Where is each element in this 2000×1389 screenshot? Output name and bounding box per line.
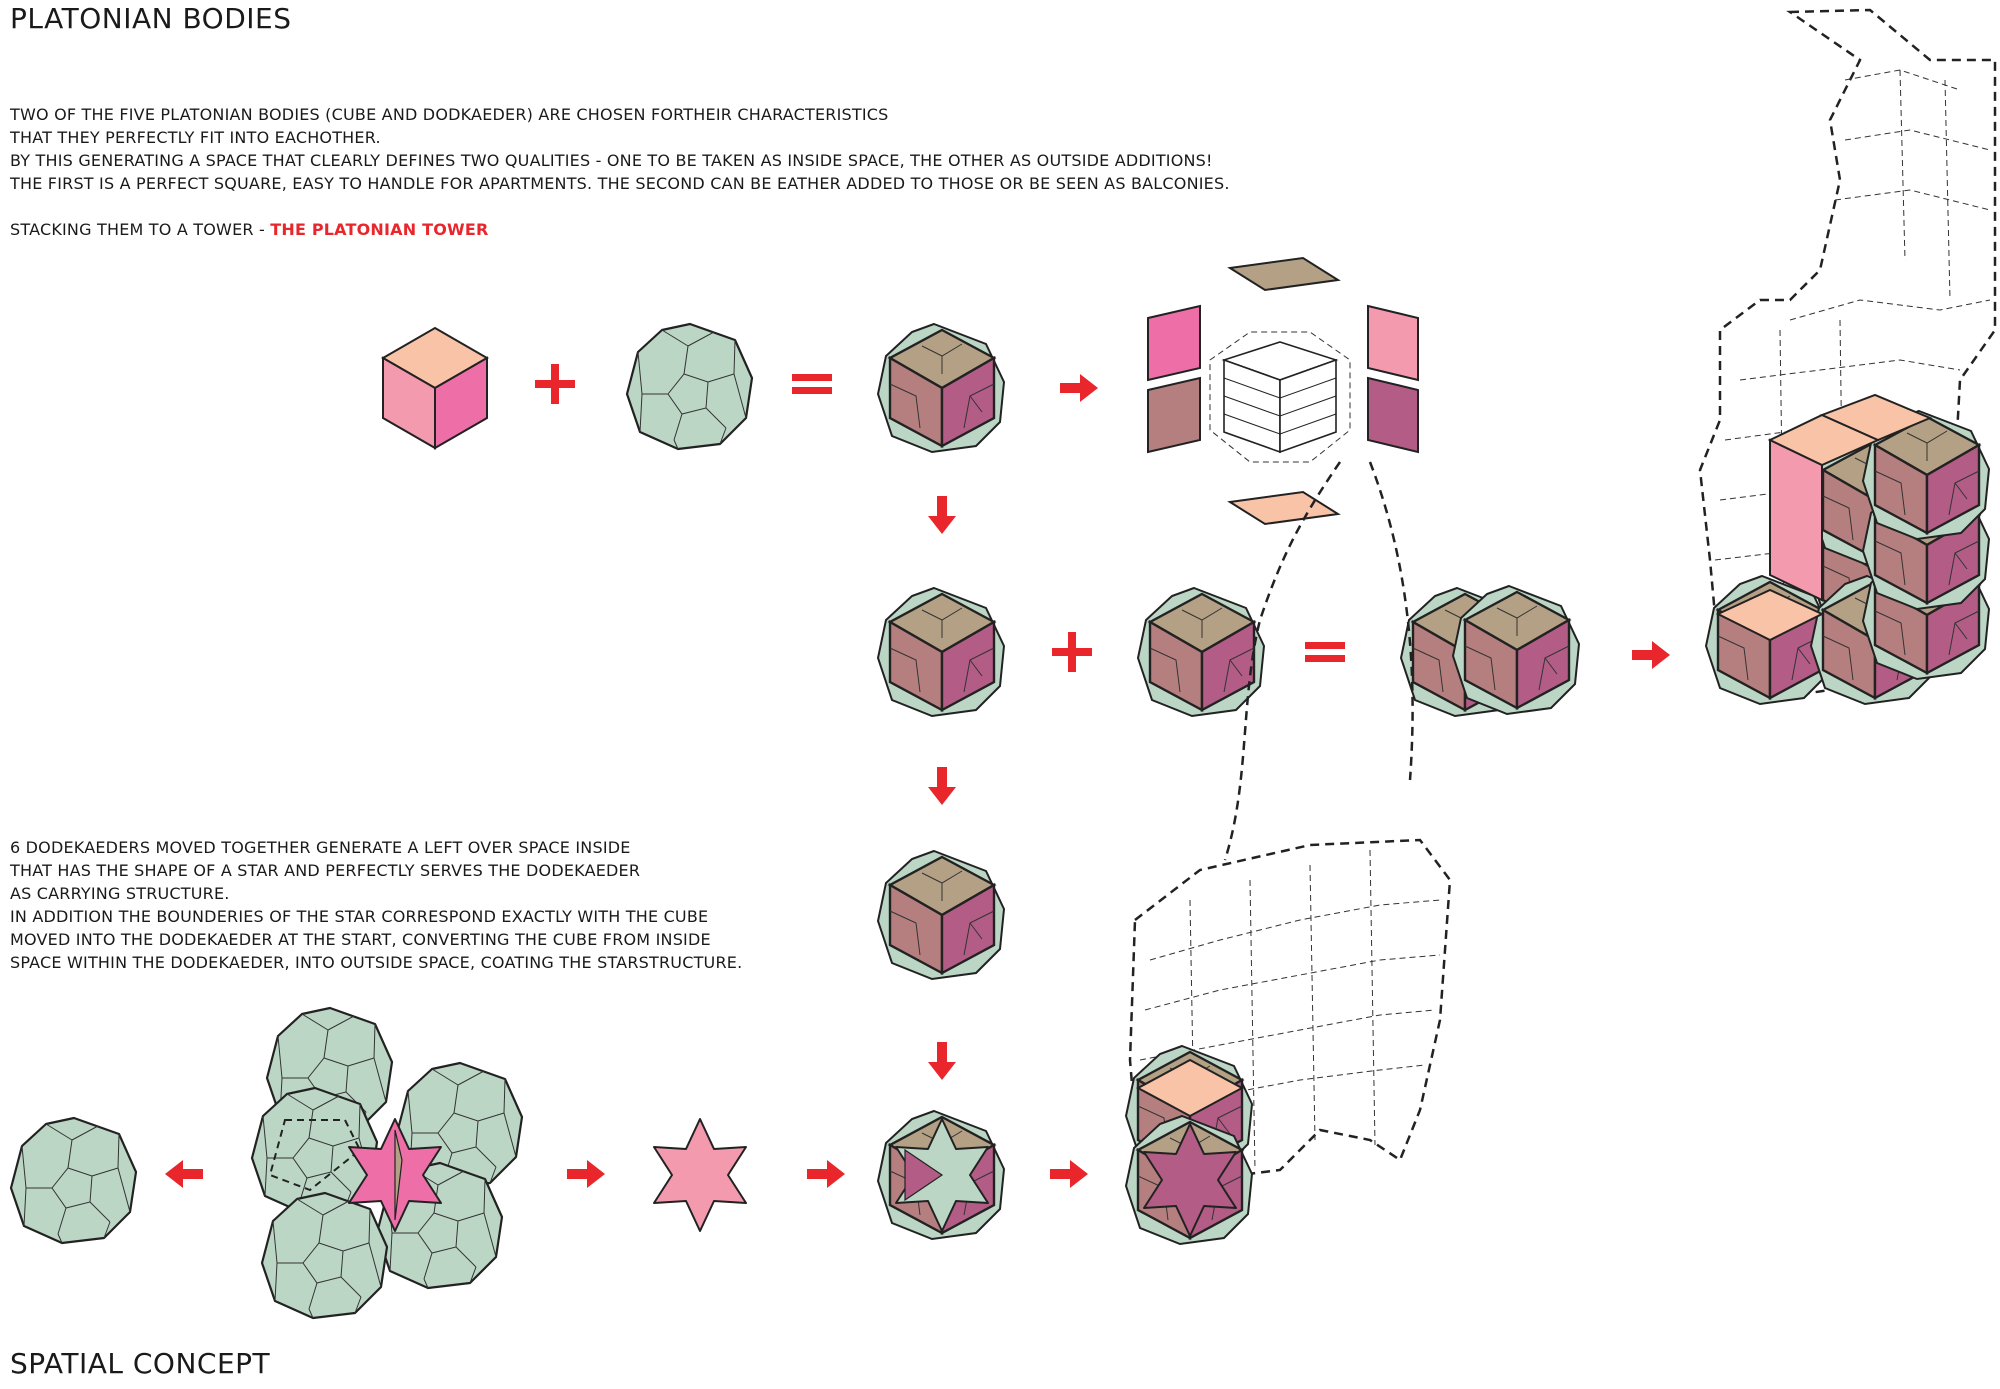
arrow-left-icon xyxy=(165,1160,203,1188)
star-shape xyxy=(653,1118,747,1232)
joined-pair xyxy=(1399,584,1581,718)
cube-in-dodecahedron xyxy=(876,322,1006,454)
arrow-down-icon xyxy=(928,767,956,805)
dodecahedron-cluster xyxy=(250,1006,524,1320)
dodecahedron-shape xyxy=(625,322,754,451)
exploded-view xyxy=(1147,256,1419,526)
intro-line: TWO OF THE FIVE PLATONIAN BODIES (CUBE A… xyxy=(10,105,889,124)
connector-line xyxy=(1223,461,1342,861)
cube-in-dodecahedron xyxy=(876,586,1006,718)
intro-line: BY THIS GENERATING A SPACE THAT CLEARLY … xyxy=(10,151,1213,170)
stacking-line: STACKING THEM TO A TOWER - THE PLATONIAN… xyxy=(10,218,1230,241)
tower-upper xyxy=(1698,8,1997,706)
star-line: AS CARRYING STRUCTURE. xyxy=(10,884,230,903)
star-description: 6 DODEKAEDERS MOVED TOGETHER GENERATE A … xyxy=(10,836,742,974)
plus-sign xyxy=(535,364,575,404)
star-line: MOVED INTO THE DODEKAEDER AT THE START, … xyxy=(10,930,711,949)
intro-line: THAT THEY PERFECTLY FIT INTO EACHOTHER. xyxy=(10,128,381,147)
connector-line xyxy=(1368,461,1414,781)
cube-shape xyxy=(382,327,488,449)
star-line: SPACE WITHIN THE DODEKAEDER, INTO OUTSID… xyxy=(10,953,743,972)
arrow-down-icon xyxy=(928,1042,956,1080)
tower-lower xyxy=(1124,838,1452,1246)
plus-sign xyxy=(1052,632,1092,672)
star-in-dodecahedron xyxy=(876,1109,1006,1241)
star-line: IN ADDITION THE BOUNDERIES OF THE STAR C… xyxy=(10,907,709,926)
page-title: PLATONIAN BODIES xyxy=(10,2,292,35)
arrow-right-icon xyxy=(567,1160,605,1188)
star-line: THAT HAS THE SHAPE OF A STAR AND PERFECT… xyxy=(10,861,641,880)
cube-in-dodecahedron xyxy=(1136,586,1266,718)
arrow-right-icon xyxy=(1632,641,1670,669)
tower-name: THE PLATONIAN TOWER xyxy=(270,220,489,239)
footer-title: SPATIAL CONCEPT xyxy=(10,1347,271,1380)
equals-sign xyxy=(792,374,832,394)
arrow-right-icon xyxy=(1060,374,1098,402)
arrow-down-icon xyxy=(928,496,956,534)
intro-line: THE FIRST IS A PERFECT SQUARE, EASY TO H… xyxy=(10,174,1230,193)
arrow-right-icon xyxy=(1050,1160,1088,1188)
cube-in-dodecahedron xyxy=(876,849,1006,981)
intro-text: TWO OF THE FIVE PLATONIAN BODIES (CUBE A… xyxy=(10,103,1230,241)
dodecahedron-shape xyxy=(9,1116,138,1245)
star-line: 6 DODEKAEDERS MOVED TOGETHER GENERATE A … xyxy=(10,838,631,857)
stacking-prefix: STACKING THEM TO A TOWER - xyxy=(10,220,271,239)
equals-sign xyxy=(1305,642,1345,662)
arrow-right-icon xyxy=(807,1160,845,1188)
